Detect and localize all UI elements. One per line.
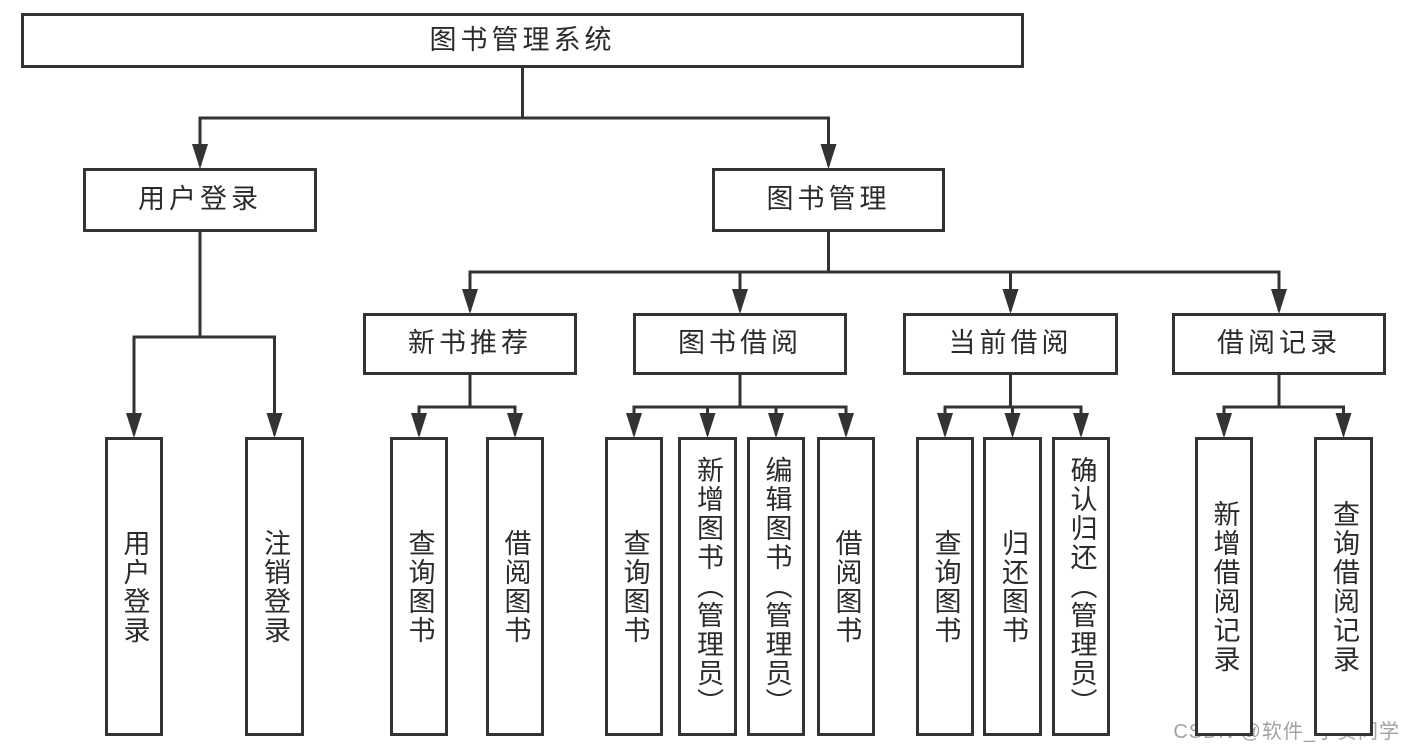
node-leaf-query-books-1: 查询图书 [390, 437, 448, 736]
node-label-leaf-query-books-2: 查询图书 [619, 528, 650, 645]
node-label-user-login: 用户登录 [138, 184, 262, 215]
node-label-leaf-confirm-return: 确认归还（管理员） [1066, 456, 1097, 717]
node-label-root: 图书管理系统 [429, 24, 616, 55]
node-label-current-borrow: 当前借阅 [948, 328, 1073, 359]
node-book-borrow: 图书借阅 [633, 313, 847, 375]
node-label-leaf-query-record: 查询借阅记录 [1329, 499, 1359, 674]
node-label-leaf-logout: 注销登录 [260, 528, 290, 645]
node-label-book-borrow: 图书借阅 [678, 328, 802, 359]
node-label-leaf-borrow-books-1: 借阅图书 [500, 528, 531, 645]
node-leaf-add-books: 新增图书（管理员） [678, 437, 737, 736]
node-current-borrow: 当前借阅 [903, 313, 1118, 375]
node-borrow-records: 借阅记录 [1172, 313, 1386, 375]
node-label-leaf-query-books-1: 查询图书 [404, 528, 435, 645]
node-leaf-return-books: 归还图书 [983, 437, 1042, 736]
node-label-leaf-borrow-books-2: 借阅图书 [831, 528, 862, 645]
node-leaf-logout: 注销登录 [245, 437, 304, 736]
node-label-leaf-user-login: 用户登录 [119, 528, 150, 645]
node-leaf-borrow-books-2: 借阅图书 [817, 437, 875, 736]
node-label-leaf-add-record: 新增借阅记录 [1209, 499, 1240, 674]
node-leaf-add-record: 新增借阅记录 [1195, 437, 1253, 736]
node-leaf-query-record: 查询借阅记录 [1314, 437, 1373, 736]
node-new-books: 新书推荐 [363, 313, 577, 375]
node-book-mgmt: 图书管理 [712, 168, 945, 232]
node-leaf-query-books-3: 查询图书 [916, 437, 974, 736]
node-leaf-confirm-return: 确认归还（管理员） [1052, 437, 1110, 736]
node-label-book-mgmt: 图书管理 [766, 184, 891, 215]
node-leaf-query-books-2: 查询图书 [605, 437, 663, 736]
node-label-borrow-records: 借阅记录 [1217, 328, 1341, 359]
node-label-leaf-query-books-3: 查询图书 [930, 528, 961, 645]
node-label-leaf-add-books: 新增图书（管理员） [693, 456, 723, 717]
node-leaf-borrow-books-1: 借阅图书 [486, 437, 544, 736]
node-label-leaf-edit-books: 编辑图书（管理员） [761, 456, 792, 717]
node-label-leaf-return-books: 归还图书 [998, 528, 1028, 645]
node-leaf-edit-books: 编辑图书（管理员） [747, 437, 805, 736]
node-label-new-books: 新书推荐 [408, 328, 532, 359]
node-user-login: 用户登录 [83, 168, 317, 232]
node-leaf-user-login: 用户登录 [105, 437, 163, 736]
node-root: 图书管理系统 [21, 13, 1024, 68]
